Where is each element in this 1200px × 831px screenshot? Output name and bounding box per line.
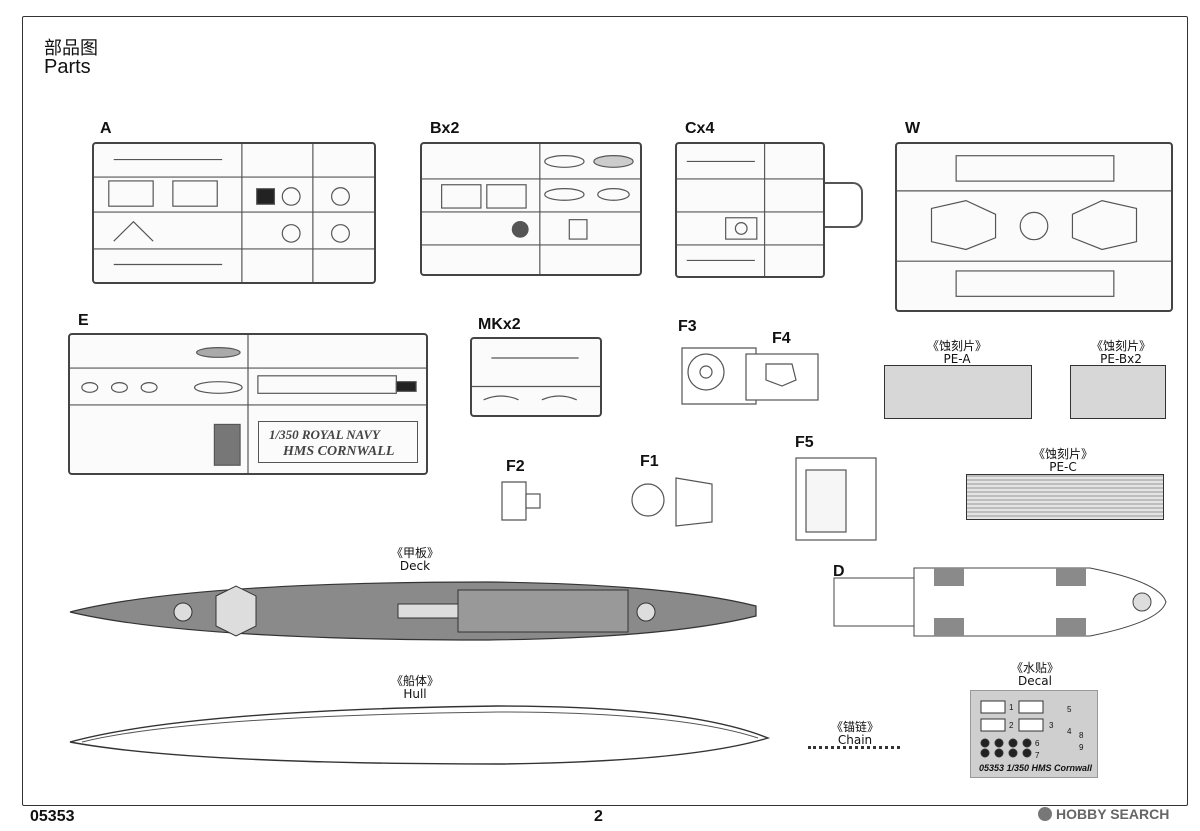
deck-label-en: Deck bbox=[399, 559, 431, 573]
sprue-c bbox=[675, 142, 825, 278]
decal-number-3: 3 bbox=[1049, 721, 1054, 730]
sprue-e: 1/350 ROYAL NAVY HMS CORNWALL bbox=[68, 333, 428, 475]
deck-label: 《甲板》 Deck bbox=[380, 547, 450, 573]
hull-label: 《船体》 Hull bbox=[380, 675, 450, 701]
decal-number-5: 5 bbox=[1067, 705, 1072, 714]
part-d bbox=[833, 567, 1167, 637]
parts-title-zh: 部品图 bbox=[44, 38, 98, 59]
pe-b-label-en: PE-Bx2 bbox=[1100, 352, 1142, 366]
hull-label-en: Hull bbox=[403, 687, 427, 701]
sprue-mk bbox=[470, 337, 602, 417]
decal-number-4: 4 bbox=[1067, 727, 1072, 736]
sprue-c-drawing bbox=[677, 144, 823, 276]
pe-c-sheet bbox=[966, 474, 1164, 520]
page-number: 2 bbox=[594, 808, 603, 825]
pe-a-label-zh: 《蚀刻片》 bbox=[926, 339, 987, 353]
sprue-e-label: E bbox=[78, 312, 89, 329]
part-f2-label: F2 bbox=[506, 458, 525, 475]
pe-a-sheet bbox=[884, 365, 1032, 419]
sprue-w-label: W bbox=[905, 120, 921, 137]
watermark-logo-icon bbox=[1038, 807, 1052, 821]
chain-label: 《锚链》 Chain bbox=[820, 721, 890, 747]
parts-title-en: Parts bbox=[44, 56, 91, 78]
hull-part bbox=[69, 705, 770, 765]
pe-b-sheet bbox=[1070, 365, 1166, 419]
pe-a-label: 《蚀刻片》 PE-A bbox=[922, 340, 992, 366]
chain-label-en: Chain bbox=[837, 733, 873, 747]
decal-number-9: 9 bbox=[1079, 743, 1084, 752]
watermark: HOBBY SEARCH bbox=[1038, 806, 1169, 822]
sprue-mk-label: MKx2 bbox=[478, 316, 521, 333]
product-code: 05353 bbox=[30, 808, 75, 825]
pe-c-label-en: PE-C bbox=[1049, 460, 1077, 474]
sprue-c-loop bbox=[825, 182, 863, 228]
part-d-label: D bbox=[833, 563, 845, 580]
sprue-e-sign: 1/350 ROYAL NAVY HMS CORNWALL bbox=[258, 421, 418, 463]
part-f3-label: F3 bbox=[678, 318, 697, 335]
part-f1-label: F1 bbox=[640, 453, 659, 470]
part-f2 bbox=[501, 481, 541, 521]
decal-sheet-title: 05353 1/350 HMS Cornwall bbox=[979, 763, 1093, 773]
part-f3 bbox=[681, 347, 757, 405]
pe-c-label: 《蚀刻片》 PE-C bbox=[1028, 448, 1098, 474]
sprue-a-drawing bbox=[94, 144, 374, 282]
chain-label-zh: 《锚链》 bbox=[830, 720, 879, 734]
sprue-c-label: Cx4 bbox=[685, 120, 715, 137]
part-f4-label: F4 bbox=[772, 330, 791, 347]
sprue-b bbox=[420, 142, 642, 276]
sprue-a bbox=[92, 142, 376, 284]
part-f1 bbox=[631, 477, 713, 527]
sprue-w-drawing bbox=[897, 155, 1171, 297]
decal-sheet: 1 2 3 4 5 6 7 8 9 05353 1/350 HMS Cornwa… bbox=[970, 690, 1098, 778]
decal-number-2: 2 bbox=[1009, 721, 1014, 730]
decal-label-en: Decal bbox=[1018, 674, 1052, 688]
deck-part bbox=[69, 581, 757, 641]
decal-label: 《水贴》 Decal bbox=[1000, 662, 1070, 688]
decal-number-1: 1 bbox=[1009, 703, 1014, 712]
sprue-b-label: Bx2 bbox=[430, 120, 460, 137]
deck-label-zh: 《甲板》 bbox=[390, 546, 439, 560]
pe-a-label-en: PE-A bbox=[943, 352, 971, 366]
decal-number-7: 7 bbox=[1035, 751, 1040, 760]
part-f5 bbox=[795, 457, 877, 541]
sprue-mk-drawing bbox=[472, 357, 600, 401]
decal-label-zh: 《水贴》 bbox=[1010, 661, 1059, 675]
watermark-text: HOBBY SEARCH bbox=[1056, 806, 1170, 822]
sprue-w bbox=[895, 142, 1173, 312]
sprue-b-drawing bbox=[422, 144, 640, 274]
sprue-e-sign-line1: 1/350 ROYAL NAVY bbox=[269, 427, 380, 442]
sprue-e-drawing bbox=[70, 335, 426, 473]
sprue-e-sign-line2: HMS CORNWALL bbox=[283, 444, 395, 459]
pe-b-label: 《蚀刻片》 PE-Bx2 bbox=[1086, 340, 1156, 366]
pe-b-label-zh: 《蚀刻片》 bbox=[1090, 339, 1151, 353]
part-f5-label: F5 bbox=[795, 434, 814, 451]
sprue-a-label: A bbox=[100, 120, 112, 137]
decal-number-8: 8 bbox=[1079, 731, 1084, 740]
pe-c-label-zh: 《蚀刻片》 bbox=[1032, 447, 1093, 461]
decal-items bbox=[980, 700, 1044, 758]
decal-number-6: 6 bbox=[1035, 739, 1040, 748]
chain-part bbox=[808, 746, 900, 749]
part-f4 bbox=[745, 353, 819, 401]
page-frame bbox=[22, 16, 1188, 806]
hull-label-zh: 《船体》 bbox=[390, 674, 439, 688]
